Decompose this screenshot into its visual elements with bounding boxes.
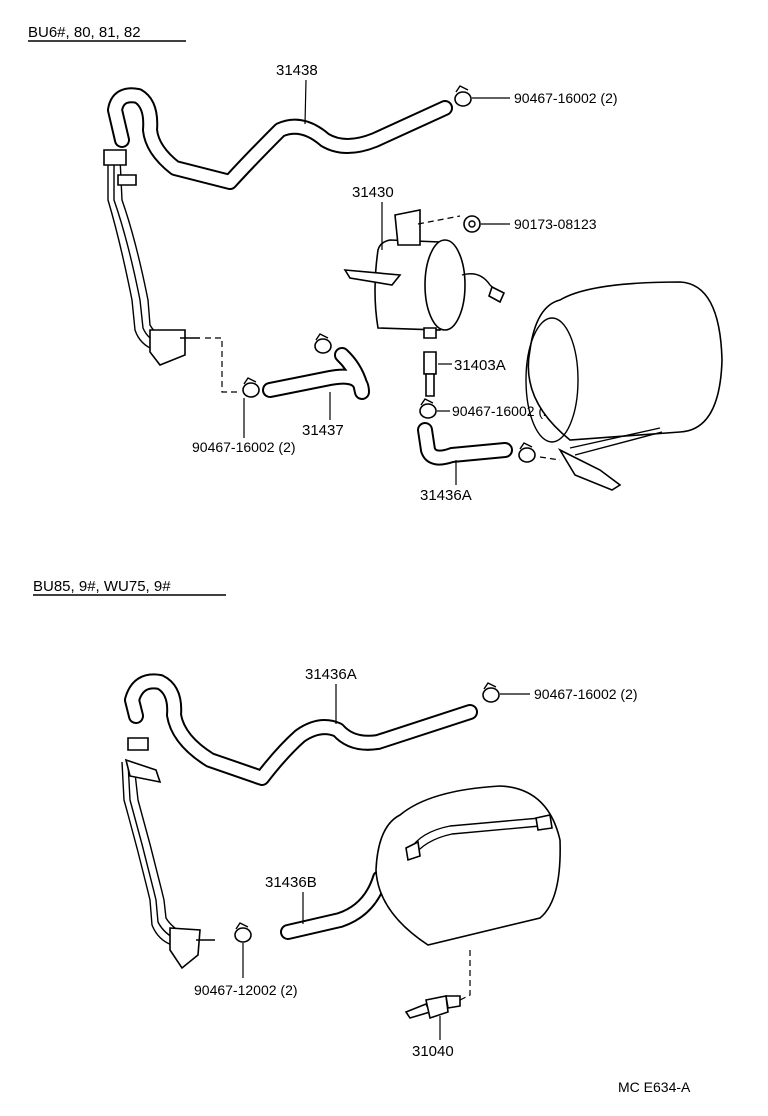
label-clamp-left: 90467-16002 (2) — [192, 439, 296, 455]
section-2: BU85, 9#, WU75, 9# 31436A 90467-16002 (2… — [33, 578, 638, 1060]
dashed-guide-left — [205, 337, 240, 393]
fuel-tank-2-shape — [375, 785, 561, 946]
label-nut: 90173-08123 — [514, 216, 597, 232]
dashed-guide-nut — [417, 215, 461, 225]
label-31437: 31437 — [302, 422, 344, 439]
nut-icon — [463, 215, 481, 233]
section-2-heading: BU85, 9#, WU75, 9# — [33, 578, 171, 595]
clamp-icon — [454, 85, 472, 107]
section-1-heading: BU6#, 80, 81, 82 — [28, 24, 141, 41]
label-31436b: 31436B — [265, 874, 317, 891]
fuel-tank-shape — [525, 281, 723, 491]
label-31040: 31040 — [412, 1043, 454, 1060]
leader-31438 — [304, 79, 307, 125]
hose-31438-shape — [107, 87, 453, 190]
diagram-code: MC E634-A — [618, 1079, 691, 1095]
dashed-guide-drain — [459, 950, 471, 1001]
section-1: BU6#, 80, 81, 82 31438 90467-16002 (2) — [28, 24, 723, 504]
label-31436a: 31436A — [420, 487, 472, 504]
label-clamp-left-2: 90467-12002 (2) — [194, 982, 298, 998]
clamp-icon — [482, 682, 500, 703]
fuel-filter-shape — [343, 209, 506, 339]
clamp-icon — [518, 442, 536, 463]
label-clamp-top: 90467-16002 (2) — [514, 90, 618, 106]
clamp-icon — [419, 398, 437, 419]
fuel-pipe-bundle-2-shape — [121, 737, 215, 970]
clamp-icon — [314, 333, 332, 354]
hose-31437-shape — [262, 347, 370, 400]
fuel-pipe-bundle-shape — [103, 149, 200, 366]
clamp-icon — [242, 377, 260, 398]
label-clamp-mid: 90467-16002 (2) — [452, 403, 556, 419]
drain-cock-shape — [404, 995, 461, 1020]
fitting-shape — [423, 351, 437, 397]
hose-31436a-upper-shape — [124, 673, 478, 786]
label-31436a-upper: 31436A — [305, 666, 357, 683]
label-31438: 31438 — [276, 62, 318, 79]
clamp-icon — [234, 922, 252, 943]
label-clamp-top-2: 90467-16002 (2) — [534, 686, 638, 702]
label-31403a: 31403A — [454, 357, 506, 374]
label-31430: 31430 — [352, 184, 394, 201]
dashed-guide-tank — [539, 456, 561, 461]
hose-31436a-shape — [417, 422, 513, 466]
